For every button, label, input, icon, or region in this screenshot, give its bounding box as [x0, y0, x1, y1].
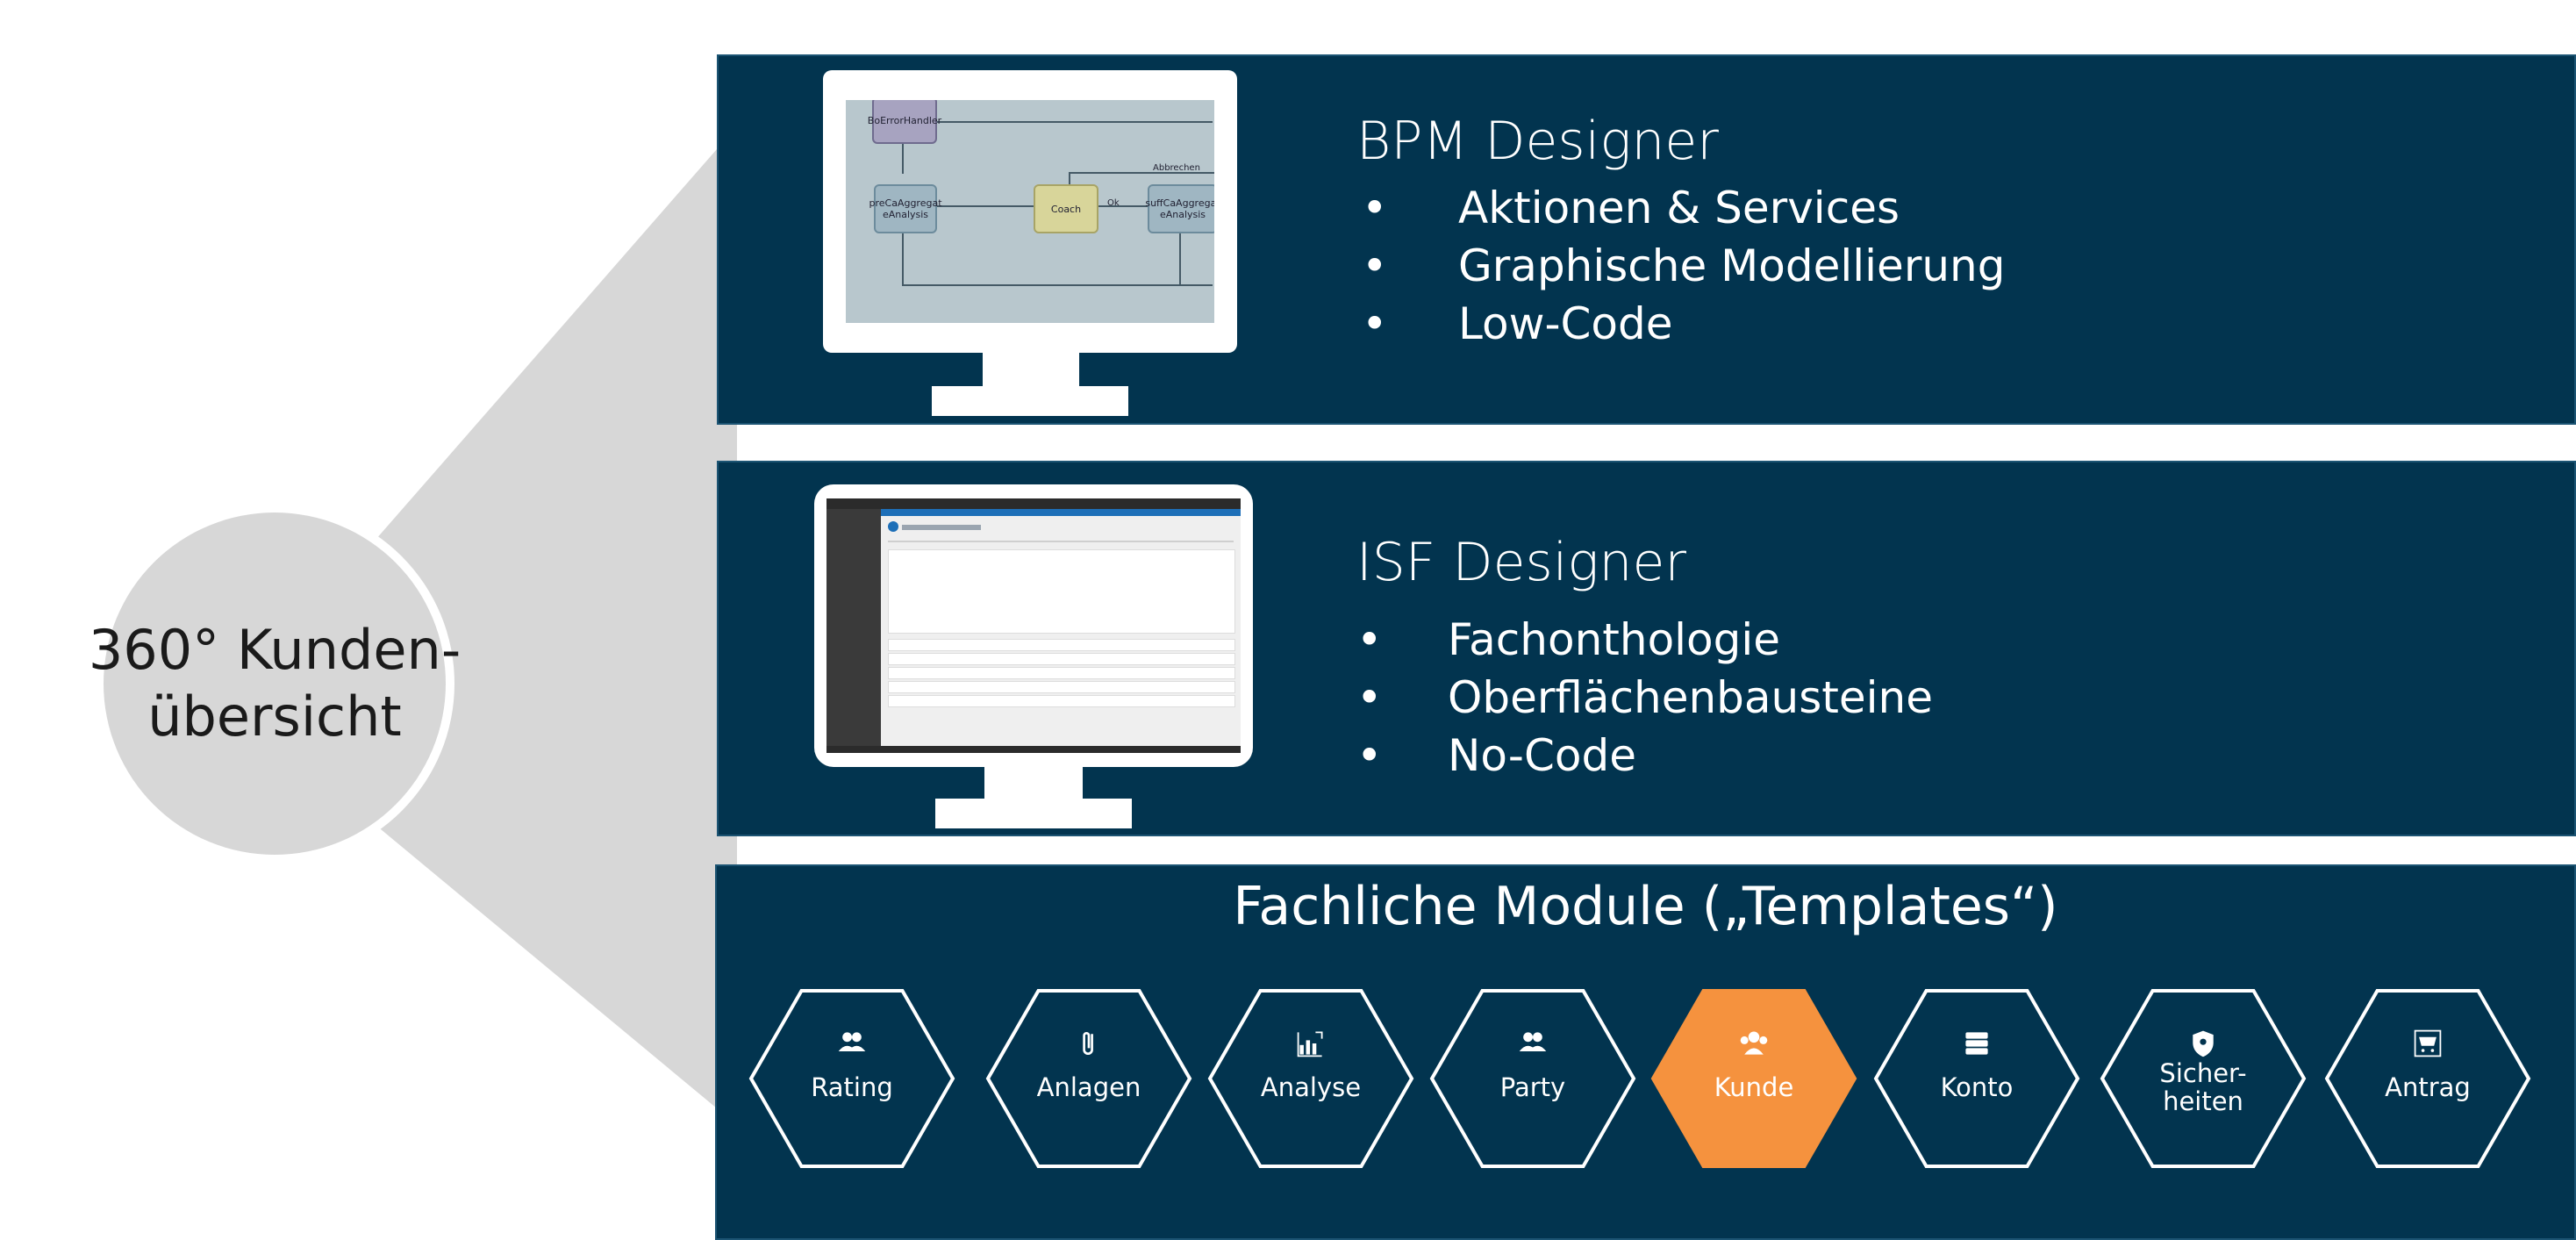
module-label: Party [1499, 1072, 1566, 1102]
module-label: Analyse [1260, 1072, 1362, 1102]
users-icon [838, 1032, 866, 1051]
chart-icon [1297, 1031, 1323, 1057]
cart-icon [2414, 1029, 2442, 1057]
bullet-item: •Low-Code [1362, 298, 1673, 349]
bpm-bullet-list: •Aktionen & Services •Graphische Modelli… [1362, 179, 2151, 353]
module-hexagon[interactable] [1429, 989, 1636, 1168]
bullet-item: •Graphische Modellierung [1362, 240, 2006, 291]
module-hexagon[interactable] [2324, 989, 2531, 1168]
bpm-edge-ok-label: Ok [1107, 198, 1120, 208]
monitor-base [935, 799, 1132, 828]
monitor-neck [984, 765, 1083, 800]
module-hexagon[interactable] [2100, 989, 2307, 1168]
paperclip-icon [1083, 1032, 1093, 1056]
bullet-item: •Fachonthologie [1356, 614, 1781, 665]
module-hexagon[interactable] [748, 989, 955, 1168]
monitor-base [932, 386, 1128, 416]
bpm-edge-abbrechen-label: Abbrechen [1153, 163, 1200, 173]
bullet-item: •Oberflächenbausteine [1356, 672, 1934, 723]
bullet-item: •No-Code [1356, 730, 1636, 781]
module-hexagon[interactable] [985, 989, 1192, 1168]
monitor-neck [983, 351, 1079, 388]
module-hexagon[interactable] [1873, 989, 2080, 1168]
module-hexagon[interactable] [1650, 989, 1857, 1168]
shield-icon [2193, 1030, 2214, 1057]
bpm-node-error-handler: BoErrorHandler [868, 100, 941, 144]
monitor-frame [814, 484, 1253, 767]
modules-title: Fachliche Module („Templates“) [1233, 876, 2058, 937]
module-label: Sicher-heiten [2159, 1058, 2247, 1116]
bpm-designer-title: BPM Designer [1356, 111, 1719, 172]
isf-designer-title: ISF Designer [1356, 532, 1687, 593]
isf-bullet-list: •Fachonthologie •Oberflächenbausteine •N… [1356, 611, 2146, 785]
modules-panel [715, 864, 2576, 1240]
bpm-node-coach: Coach [1034, 184, 1098, 233]
hub-circle: 360° Kunden- übersicht [89, 512, 461, 855]
module-label: Antrag [2385, 1072, 2471, 1102]
users-icon [1519, 1032, 1547, 1051]
isf-app-screenshot [826, 498, 1241, 753]
database-icon [1965, 1032, 1988, 1055]
module-label: Konto [1940, 1072, 2014, 1102]
isf-monitor [814, 484, 1253, 828]
module-label: Rating [811, 1072, 893, 1102]
module-label: Anlagen [1036, 1072, 1141, 1102]
customer-group-icon [1740, 1031, 1768, 1055]
hub-line-2: übersicht [147, 685, 402, 749]
bullet-item: •Aktionen & Services [1362, 183, 1900, 233]
module-label: Kunde [1714, 1072, 1794, 1102]
module-hexagon[interactable] [1207, 989, 1414, 1168]
hub-line-1: 360° Kunden- [88, 618, 462, 682]
